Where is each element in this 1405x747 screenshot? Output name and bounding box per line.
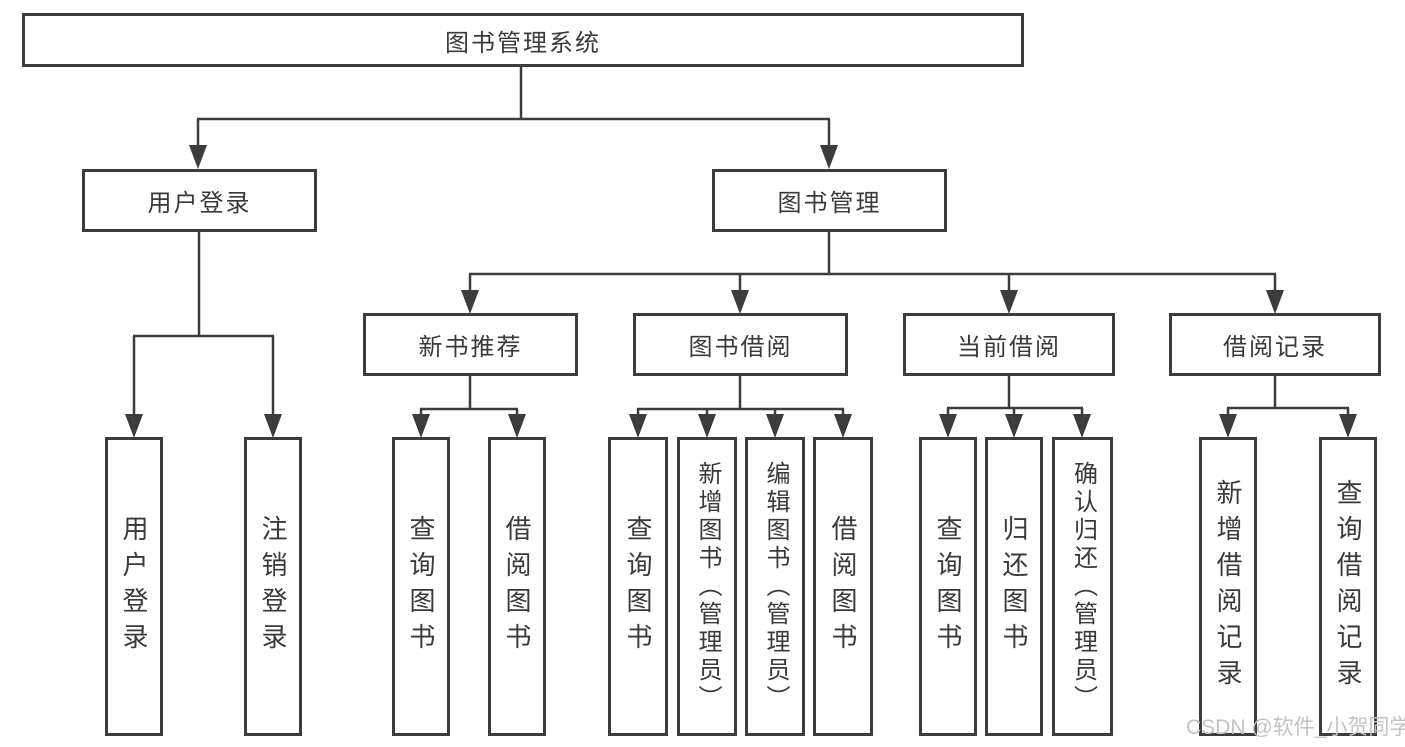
connector-book-management-to-level3 (468, 230, 1277, 294)
leaf-borrow-query-books: 查询图书 (608, 437, 668, 736)
leaf-current-query-books: 查询图书 (919, 437, 977, 736)
csdn-watermark: CSDN @软件_小贺同学 (1186, 716, 1405, 739)
leaf-current-return-books: 归还图书 (985, 437, 1043, 736)
arrowheads-new-book-leaves (412, 414, 526, 438)
leaf-records-query-borrow-record: 查询借阅记录 (1319, 437, 1377, 736)
connector-book-borrow-to-leaves (636, 374, 845, 418)
node-library-system: 图书管理系统 (22, 13, 1024, 67)
leaf-user-login: 用户登录 (105, 437, 163, 736)
arrowheads-borrow-records-leaves (1219, 414, 1357, 438)
leaf-records-add-borrow-record: 新增借阅记录 (1199, 437, 1257, 736)
arrowheads-book-borrow-leaves (629, 414, 852, 438)
arrowheads-level3 (461, 290, 1284, 314)
node-book-borrowing: 图书借阅 (633, 313, 848, 376)
node-borrowing-records: 借阅记录 (1169, 313, 1381, 376)
connector-current-borrow-to-leaves (946, 374, 1084, 418)
leaf-borrow-add-books-admin: 新增图书（管理员） (677, 437, 737, 736)
node-book-management: 图书管理 (712, 169, 947, 232)
leaf-borrow-borrow-books: 借阅图书 (813, 437, 873, 736)
connector-root-to-level2 (196, 64, 831, 152)
connector-borrow-records-to-leaves (1226, 374, 1350, 418)
arrowheads-level2 (189, 145, 838, 169)
leaf-newbook-query-books: 查询图书 (392, 437, 450, 736)
leaf-current-confirm-return-admin: 确认归还（管理员） (1052, 437, 1113, 736)
node-current-borrowing: 当前借阅 (903, 313, 1115, 376)
node-new-book-recommend: 新书推荐 (363, 313, 578, 376)
connector-user-login-to-leaves (132, 230, 275, 418)
node-user-login: 用户登录 (82, 169, 317, 232)
leaf-borrow-edit-books-admin: 编辑图书（管理员） (745, 437, 805, 736)
connector-new-book-to-leaves (419, 374, 519, 418)
arrowheads-user-login-leaves (125, 414, 282, 438)
arrowheads-current-borrow-leaves (939, 414, 1091, 438)
leaf-logout-login: 注销登录 (244, 437, 302, 736)
leaf-newbook-borrow-books: 借阅图书 (488, 437, 546, 736)
